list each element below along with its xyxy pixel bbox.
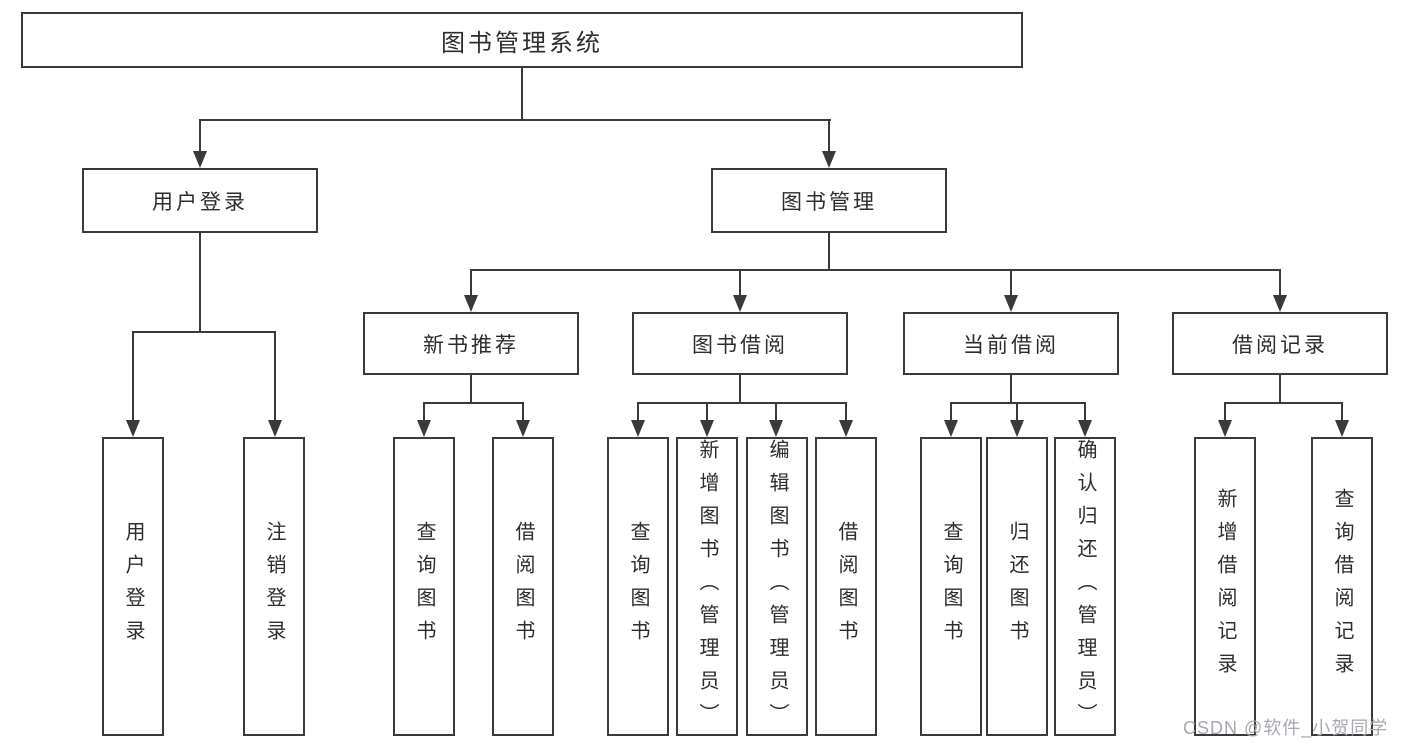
connector-line bbox=[132, 331, 276, 333]
connector-line bbox=[1279, 269, 1281, 295]
connector-line bbox=[828, 119, 830, 151]
connector-line bbox=[1279, 375, 1281, 404]
node-label: 注销登录 bbox=[263, 520, 285, 653]
node-label: 借阅图书 bbox=[835, 520, 857, 653]
connector-line bbox=[199, 119, 201, 151]
connector-line bbox=[199, 119, 831, 121]
arrow-down-icon bbox=[1273, 295, 1287, 312]
node-borrowing-records: 借阅记录 bbox=[1172, 312, 1388, 375]
arrow-down-icon bbox=[268, 420, 282, 437]
arrow-down-icon bbox=[516, 420, 530, 437]
leaf-borrow-books-recommend: 借阅图书 bbox=[492, 437, 554, 736]
node-label: 查询图书 bbox=[940, 520, 962, 653]
arrow-down-icon bbox=[700, 420, 714, 437]
connector-line bbox=[132, 331, 134, 420]
connector-line bbox=[739, 375, 741, 404]
connector-line bbox=[1016, 402, 1018, 420]
node-label: 新增借阅记录 bbox=[1214, 487, 1236, 686]
leaf-confirm-return-admin: 确认归还（管理员） bbox=[1054, 437, 1116, 736]
leaf-query-borrow-record: 查询借阅记录 bbox=[1311, 437, 1373, 736]
node-label: 新书推荐 bbox=[423, 333, 519, 357]
node-label: 图书管理 bbox=[781, 190, 877, 214]
connector-line bbox=[1224, 402, 1226, 420]
connector-line bbox=[521, 68, 523, 120]
connector-line bbox=[1084, 402, 1086, 420]
connector-line bbox=[423, 402, 425, 420]
connector-line bbox=[470, 269, 1281, 271]
arrow-down-icon bbox=[1078, 420, 1092, 437]
arrow-down-icon bbox=[944, 420, 958, 437]
leaf-borrow-books-borrowing: 借阅图书 bbox=[815, 437, 877, 736]
node-label: 确认归还（管理员） bbox=[1074, 439, 1096, 736]
csdn-watermark: CSDN @软件_小贺同学 bbox=[1183, 718, 1389, 738]
node-label: 借阅图书 bbox=[512, 520, 534, 653]
connector-line bbox=[1010, 269, 1012, 295]
connector-line bbox=[1010, 375, 1012, 404]
node-label: 编辑图书（管理员） bbox=[766, 439, 788, 736]
connector-line bbox=[423, 402, 524, 404]
connector-line bbox=[845, 402, 847, 420]
node-label: 用户登录 bbox=[152, 190, 248, 214]
node-label: 查询图书 bbox=[413, 520, 435, 653]
arrow-down-icon bbox=[464, 295, 478, 312]
node-label: 查询图书 bbox=[627, 520, 649, 653]
arrow-down-icon bbox=[1004, 295, 1018, 312]
connector-line bbox=[637, 402, 847, 404]
arrow-down-icon bbox=[417, 420, 431, 437]
node-root-library-management-system: 图书管理系统 bbox=[21, 12, 1023, 68]
node-current-borrowing: 当前借阅 bbox=[903, 312, 1119, 375]
connector-line bbox=[706, 402, 708, 420]
connector-line bbox=[775, 402, 777, 420]
node-label: 当前借阅 bbox=[963, 333, 1059, 357]
arrow-down-icon bbox=[733, 295, 747, 312]
leaf-add-books-admin: 新增图书（管理员） bbox=[676, 437, 738, 736]
node-label: 图书管理系统 bbox=[441, 29, 603, 57]
node-label: 用户登录 bbox=[122, 520, 144, 653]
connector-line bbox=[522, 402, 524, 420]
node-label: 归还图书 bbox=[1006, 520, 1028, 653]
arrow-down-icon bbox=[1010, 420, 1024, 437]
connector-line bbox=[1341, 402, 1343, 420]
node-book-borrowing: 图书借阅 bbox=[632, 312, 848, 375]
arrow-down-icon bbox=[126, 420, 140, 437]
node-user-login-group: 用户登录 bbox=[82, 168, 318, 233]
arrow-down-icon bbox=[769, 420, 783, 437]
node-label: 图书借阅 bbox=[692, 333, 788, 357]
leaf-query-books-borrowing: 查询图书 bbox=[607, 437, 669, 736]
leaf-edit-books-admin: 编辑图书（管理员） bbox=[746, 437, 808, 736]
connector-line bbox=[470, 269, 472, 295]
arrow-down-icon bbox=[1218, 420, 1232, 437]
connector-line bbox=[739, 269, 741, 295]
connector-line bbox=[950, 402, 1086, 404]
arrow-down-icon bbox=[839, 420, 853, 437]
connector-line bbox=[637, 402, 639, 420]
node-label: 查询借阅记录 bbox=[1331, 487, 1353, 686]
node-label: 借阅记录 bbox=[1232, 333, 1328, 357]
node-book-management: 图书管理 bbox=[711, 168, 947, 233]
arrow-down-icon bbox=[631, 420, 645, 437]
connector-line bbox=[470, 375, 472, 404]
connector-line bbox=[1224, 402, 1343, 404]
leaf-query-books-current: 查询图书 bbox=[920, 437, 982, 736]
leaf-logout-login: 注销登录 bbox=[243, 437, 305, 736]
node-new-book-recommend: 新书推荐 bbox=[363, 312, 579, 375]
connector-line bbox=[950, 402, 952, 420]
connector-line bbox=[199, 233, 201, 333]
leaf-user-login: 用户登录 bbox=[102, 437, 164, 736]
leaf-add-borrow-record: 新增借阅记录 bbox=[1194, 437, 1256, 736]
arrow-down-icon bbox=[193, 151, 207, 168]
node-label: 新增图书（管理员） bbox=[696, 439, 718, 736]
leaf-return-books: 归还图书 bbox=[986, 437, 1048, 736]
leaf-query-books-recommend: 查询图书 bbox=[393, 437, 455, 736]
arrow-down-icon bbox=[822, 151, 836, 168]
arrow-down-icon bbox=[1335, 420, 1349, 437]
connector-line bbox=[274, 331, 276, 420]
connector-line bbox=[828, 233, 830, 271]
